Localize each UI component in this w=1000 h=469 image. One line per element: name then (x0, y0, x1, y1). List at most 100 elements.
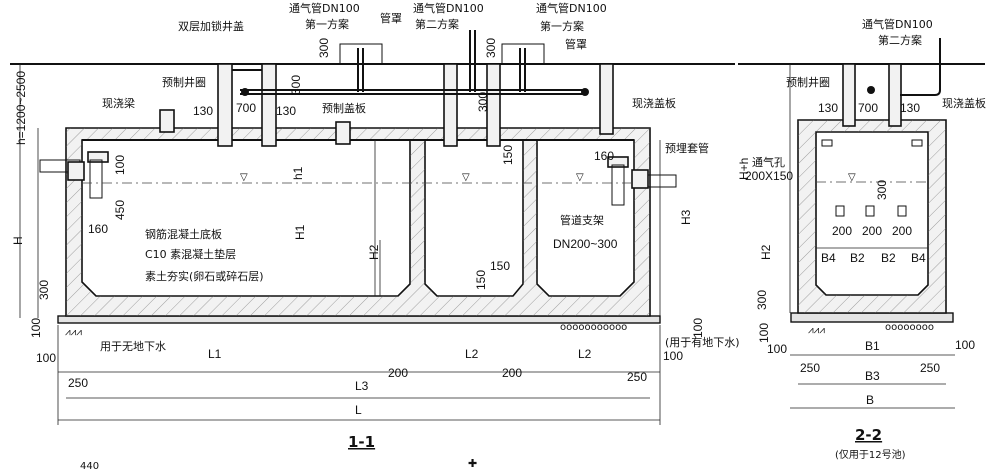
dim-150: 150 (490, 259, 510, 273)
cast-beam (159, 109, 175, 133)
dim-B4: B4 (821, 251, 836, 265)
label-precast-slab: 预制盖板 (322, 101, 366, 115)
dim-200: 200 (832, 224, 852, 238)
manhole-shafts (159, 63, 614, 147)
dim-300: 300 (875, 180, 889, 200)
dim-300: 300 (755, 290, 769, 310)
label-pipe-cover-b: 管罩 (565, 37, 587, 51)
section-title-1-1: 1-1 (348, 433, 375, 451)
svg-text:▽: ▽ (462, 172, 470, 183)
label-double-cover: 双层加锁井盖 (178, 19, 244, 33)
dim-130: 130 (193, 104, 213, 118)
gravel-icon: oooooooo (885, 322, 934, 333)
dim-B2: B2 (881, 251, 896, 265)
dim-250: 250 (800, 361, 820, 375)
dim-200: 200 (892, 224, 912, 238)
label-embedded-sleeve: 预埋套管 (665, 141, 709, 155)
dim-300: 300 (37, 280, 51, 300)
dim-B3: B3 (865, 369, 880, 383)
pipe-cover-1 (339, 43, 383, 65)
dim-130: 130 (900, 101, 920, 115)
section-subtitle-2-2: (仅用于12号池) (835, 448, 906, 461)
section-1-1: ▽ ▽ ▽ ⩘⩘⩘ ooooooooooo 双层加锁井盖 通气管DN100 第一方案… (10, 1, 740, 469)
dim-100: 100 (663, 349, 683, 363)
label-pipe-cover: 管罩 (380, 11, 402, 25)
dim-300: 300 (317, 38, 331, 58)
dim-200: 200 (862, 224, 882, 238)
label-c10-cushion: C10 素混凝土垫层 (145, 247, 236, 261)
gravel-icon: ooooooooooo (560, 322, 627, 333)
dim-160: 160 (88, 222, 108, 236)
label-vent-pipe-2: 通气管DN100 (413, 1, 484, 15)
dim-100: 100 (691, 318, 705, 338)
section-2-2: ▽ ⩘⩘⩘ oooooooo 通气管DN100 第二方案 预制井圈 现浇盖板 通… (737, 17, 986, 461)
label-vent-hole-size: 200X150 (745, 169, 793, 183)
ground-hatch-icon: ⩘⩘⩘ (808, 325, 825, 336)
label-scheme-2: 第二方案 (878, 33, 922, 47)
dim-h-range: h=1200~2500 (14, 71, 28, 145)
dim-100: 100 (36, 351, 56, 365)
label-compacted-soil: 素土夯实(卵石或碎石层) (145, 269, 264, 283)
dim-H2: H2 (759, 244, 773, 260)
label-cast-slab: 现浇盖板 (632, 96, 676, 110)
label-vent-pipe-1: 通气管DN100 (289, 1, 360, 15)
svg-text:▽: ▽ (240, 172, 248, 183)
dim-700: 700 (858, 101, 878, 115)
dim-B2: B2 (850, 251, 865, 265)
ground-hatch-icon: ⩘⩘⩘ (65, 327, 82, 338)
dim-B4: B4 (911, 251, 926, 265)
dim-h1: h1 (291, 166, 305, 180)
dim-250: 250 (920, 361, 940, 375)
svg-text:▽: ▽ (848, 172, 856, 183)
label-pipe-dn: DN200~300 (553, 237, 618, 251)
outlet-pipe (607, 156, 677, 206)
label-scheme-1: 第一方案 (305, 17, 349, 31)
dim-L2: L2 (465, 347, 479, 361)
svg-text:▽: ▽ (576, 172, 584, 183)
dim-300: 300 (289, 75, 303, 95)
c10-cushion-layer (790, 312, 954, 323)
dim-250: 250 (627, 370, 647, 384)
inlet-pipe (39, 151, 109, 199)
page-number: 440 (80, 461, 99, 469)
pipe-cover-2 (501, 43, 545, 65)
label-cast-beam: 现浇梁 (102, 96, 135, 110)
dim-200: 200 (388, 366, 408, 380)
dim-200: 200 (502, 366, 522, 380)
dim-100: 100 (113, 155, 127, 175)
label-no-groundwater: 用于无地下水 (100, 340, 166, 353)
dim-L: L (355, 403, 362, 417)
dim-300: 300 (484, 38, 498, 58)
label-scheme-1b: 第一方案 (540, 19, 584, 33)
dim-100: 100 (767, 342, 787, 356)
dim-150: 150 (474, 270, 488, 290)
dim-H-plus-h: H+h (737, 158, 751, 180)
dim-L2: L2 (578, 347, 592, 361)
dim-160: 160 (594, 149, 614, 163)
label-vent-hole: 通气孔 (752, 155, 785, 169)
dim-L1: L1 (208, 347, 222, 361)
dim-700: 700 (236, 101, 256, 115)
dim-250: 250 (68, 376, 88, 390)
dim-130: 130 (276, 104, 296, 118)
dim-150: 150 (501, 145, 515, 165)
dim-L3: L3 (355, 379, 369, 393)
dim-130: 130 (818, 101, 838, 115)
dim-100: 100 (757, 323, 771, 343)
label-precast-ring: 预制井圈 (786, 75, 830, 89)
dim-100: 100 (29, 318, 43, 338)
dim-100: 100 (955, 338, 975, 352)
label-cast-slab: 现浇盖板 (942, 96, 986, 110)
label-precast-ring: 预制井圈 (162, 75, 206, 89)
label-rc-bottom: 钢筋混凝土底板 (145, 227, 222, 241)
label-scheme-2: 第二方案 (415, 17, 459, 31)
center-mark-icon: ✚ (468, 457, 477, 469)
dim-450: 450 (113, 200, 127, 220)
dim-H1: H1 (293, 224, 307, 240)
label-pipe-support: 管道支架 (560, 213, 604, 227)
dim-B: B (866, 393, 874, 407)
section-title-2-2: 2-2 (855, 426, 882, 444)
dim-H2: H2 (367, 244, 381, 260)
vent-pipes (240, 30, 589, 96)
